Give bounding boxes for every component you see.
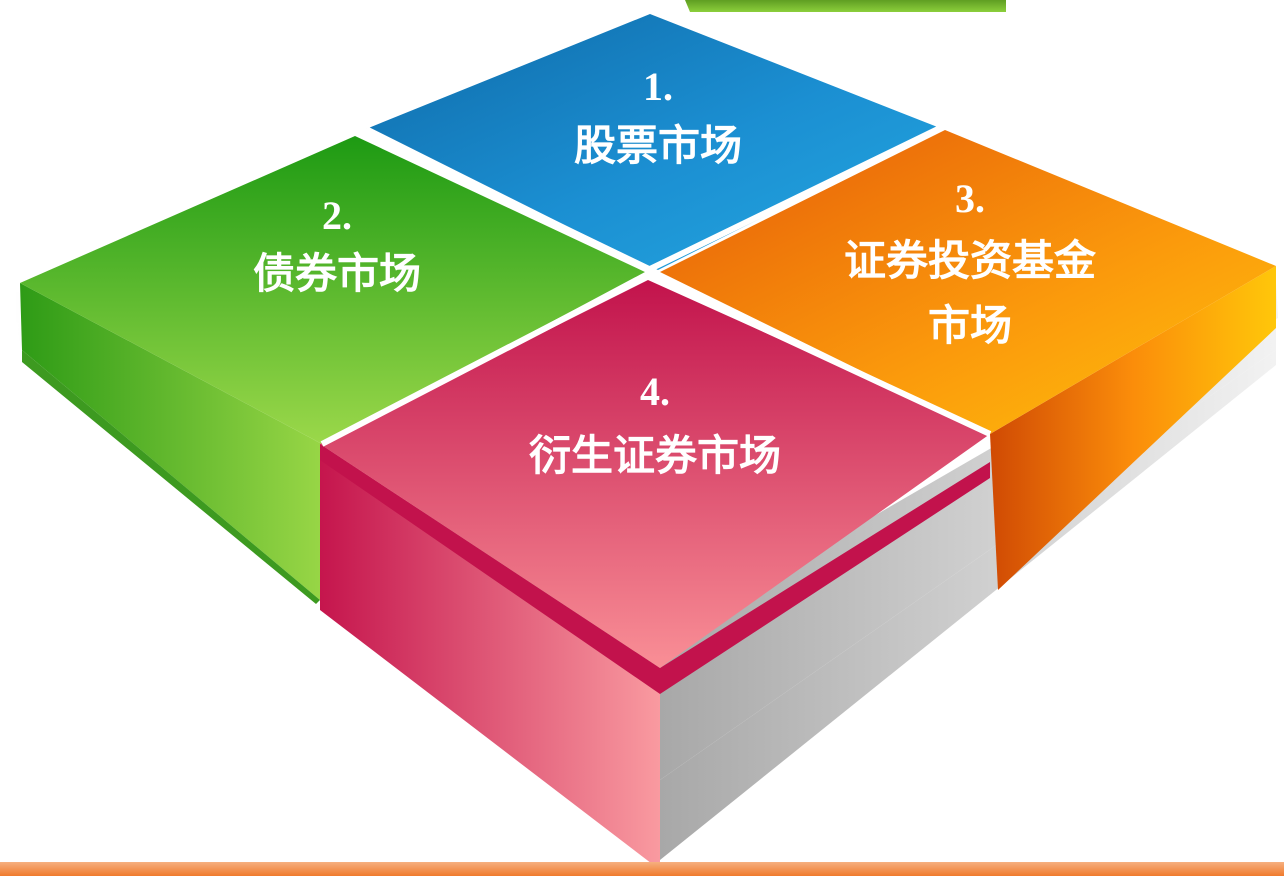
fund-tile-label-line2: 市场: [928, 301, 1012, 350]
bond-tile-label: 债券市场: [253, 249, 421, 298]
slab-lower-right: [660, 350, 1276, 860]
derivative-tile: [320, 280, 990, 668]
bond-tile-number: 2.: [322, 193, 352, 238]
derivative-tile-left-side: [320, 444, 660, 870]
derivative-tile-label: 衍生证券市场: [529, 431, 781, 480]
footer-line: [0, 862, 1284, 876]
header-bar: [685, 0, 1006, 12]
stock-tile: [366, 14, 940, 270]
fund-tile: [660, 130, 1276, 434]
bond-tile-left-stripe: [22, 350, 320, 604]
fund-tile-right-side: [990, 266, 1276, 590]
bond-tile-left-side: [20, 283, 322, 600]
fund-tile-number: 3.: [955, 176, 985, 221]
stock-tile-number: 1.: [643, 64, 673, 109]
tile-separator: [320, 271, 992, 447]
stock-tile-label: 股票市场: [574, 121, 742, 170]
derivative-tile-number: 4.: [640, 369, 670, 414]
bond-tile: [20, 136, 645, 444]
tile-separator: [364, 125, 942, 274]
fund-tile-label-line1: 证券投资基金: [844, 236, 1097, 285]
